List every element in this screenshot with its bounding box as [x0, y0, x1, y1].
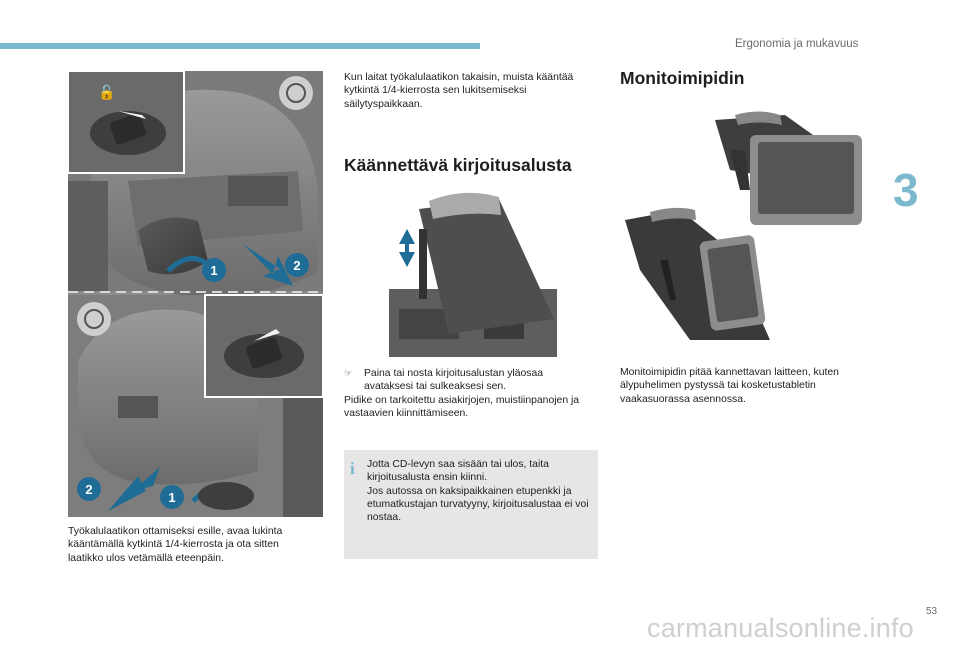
multifunction-holder-heading: Monitoimipidin — [620, 68, 745, 88]
note-text-2: Jos autossa on kaksipaikkainen etupenkki… — [367, 485, 589, 524]
callout-1-bottom — [160, 485, 184, 509]
svg-text:2: 2 — [293, 258, 300, 273]
bullet-hand-icon: ☞ — [344, 368, 353, 378]
svg-text:🔓: 🔓 — [98, 84, 115, 101]
multifunction-holder-illustration — [620, 110, 870, 340]
info-icon: i — [350, 459, 355, 478]
toolbox-illustration: 🔓 1 2 2 1 — [68, 71, 323, 517]
bullet-text: Paina tai nosta kirjoitusalustan yläosaa… — [364, 368, 544, 393]
callout-2-bottom — [77, 477, 101, 501]
multifunction-holder-body: Monitoimipidin pitää kannettavan laittee… — [620, 367, 839, 405]
writing-tray-heading: Käännettävä kirjoitusalusta — [344, 155, 572, 175]
toolbox-handle — [228, 176, 288, 206]
svg-text:2: 2 — [85, 482, 92, 497]
note-text: Jotta CD-levyn saa sisään tai ulos, tait… — [367, 458, 592, 524]
writing-tray-body: Pidike on tarkoitettu asiakirjojen, muis… — [344, 395, 580, 420]
writing-tray-illustration — [389, 189, 557, 357]
section-title: Ergonomia ja mukavuus — [735, 38, 859, 50]
callout-1-top — [202, 258, 226, 282]
svg-text:1: 1 — [210, 263, 217, 278]
info-note: i Jotta CD-levyn saa sisään tai ulos, ta… — [344, 450, 598, 559]
top-accent-bar — [0, 43, 480, 49]
watermark: carmanualsonline.info — [647, 613, 914, 643]
note-text-1: Jotta CD-levyn saa sisään tai ulos, tait… — [367, 459, 549, 484]
toolbox-caption: Työkalulaatikon ottamiseksi esille, avaa… — [68, 526, 283, 564]
page-number: 53 — [926, 606, 938, 617]
intro-text: Kun laitat työkalulaatikon takaisin, mui… — [344, 72, 574, 110]
svg-text:1: 1 — [168, 490, 175, 505]
callout-2-top — [285, 253, 309, 277]
chapter-number: 3 — [893, 164, 919, 216]
